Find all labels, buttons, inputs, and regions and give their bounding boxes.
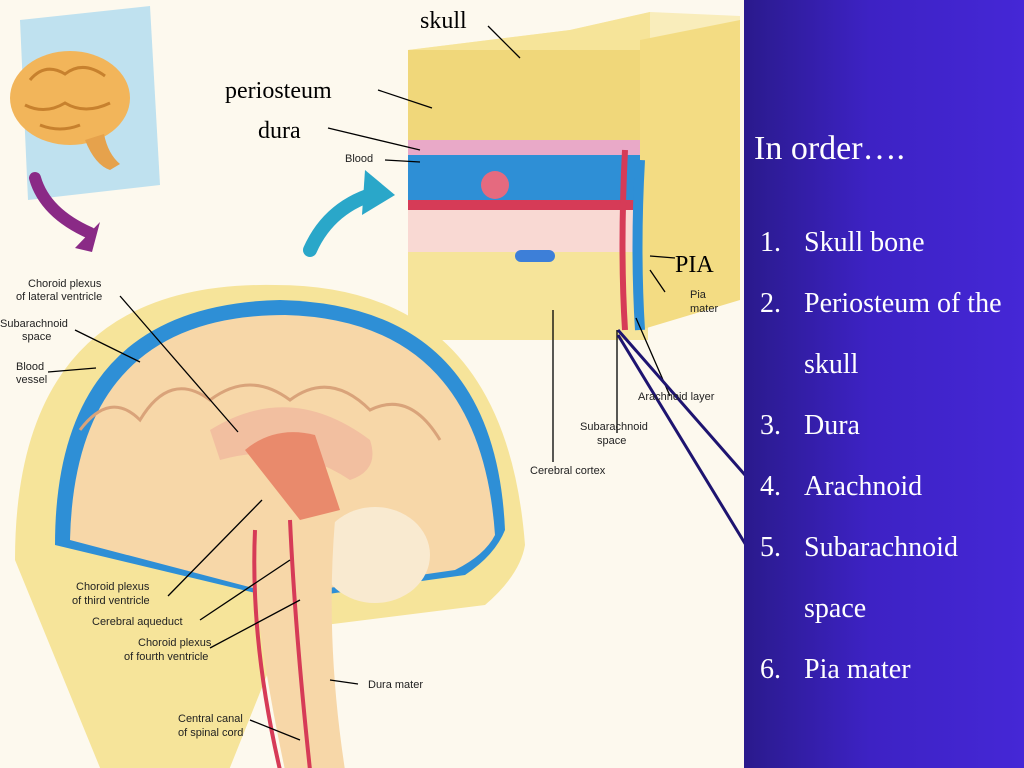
label-choroid-fourth: Choroid plexus (138, 637, 212, 649)
panel-title: In order…. (754, 130, 906, 167)
label-blood-vessel: Blood (16, 361, 44, 373)
meninges-layer-block (408, 12, 740, 340)
label-blood-vessel-2: vessel (16, 374, 47, 386)
list-item: 6.Pia mater (760, 654, 911, 685)
label-blood: Blood (345, 153, 373, 165)
label-subarachnoid: Subarachnoid (0, 318, 68, 330)
label-cerebral-aqueduct: Cerebral aqueduct (92, 616, 183, 628)
label-choroid-lateral: Choroid plexus (28, 278, 102, 290)
label-subarachnoid-space-2: space (597, 435, 626, 447)
highlight-lines (616, 329, 754, 556)
label-subarachnoid-2: space (22, 331, 51, 343)
callout-periosteum: periosteum (225, 78, 332, 104)
callout-pia: PIA (675, 252, 714, 278)
list-item: 5.Subarachnoid space (760, 532, 958, 624)
label-cerebral-cortex: Cerebral cortex (530, 465, 606, 477)
label-pia-mater: Pia (690, 289, 707, 301)
order-panel: In order…. 1.Skull bone 2.Periosteum of … (744, 0, 1024, 768)
label-pia-mater-2: mater (690, 303, 718, 315)
label-arachnoid-layer: Arachnoid layer (638, 391, 715, 403)
label-choroid-fourth-2: of fourth ventricle (124, 651, 208, 663)
order-list: 1.Skull bone 2.Periosteum of the skull 3… (760, 212, 1014, 700)
zoom-arrow (303, 170, 395, 257)
list-item: 4.Arachnoid (760, 471, 923, 502)
brain-inset-illustration (10, 6, 160, 252)
label-central-canal: Central canal (178, 713, 243, 725)
callout-skull: skull (420, 8, 467, 34)
callout-dura: dura (258, 118, 301, 144)
list-item: 1.Skull bone (760, 227, 925, 258)
list-item: 2.Periosteum of the skull (760, 288, 1002, 380)
label-central-canal-2: of spinal cord (178, 727, 243, 739)
label-dura-mater: Dura mater (368, 679, 423, 691)
brain-sagittal-section (15, 284, 525, 768)
list-item: 3.Dura (760, 410, 860, 441)
label-choroid-third-2: of third ventricle (72, 595, 150, 607)
label-subarachnoid-space: Subarachnoid (580, 421, 648, 433)
label-choroid-third: Choroid plexus (76, 581, 150, 593)
label-choroid-lateral-2: of lateral ventricle (16, 291, 102, 303)
